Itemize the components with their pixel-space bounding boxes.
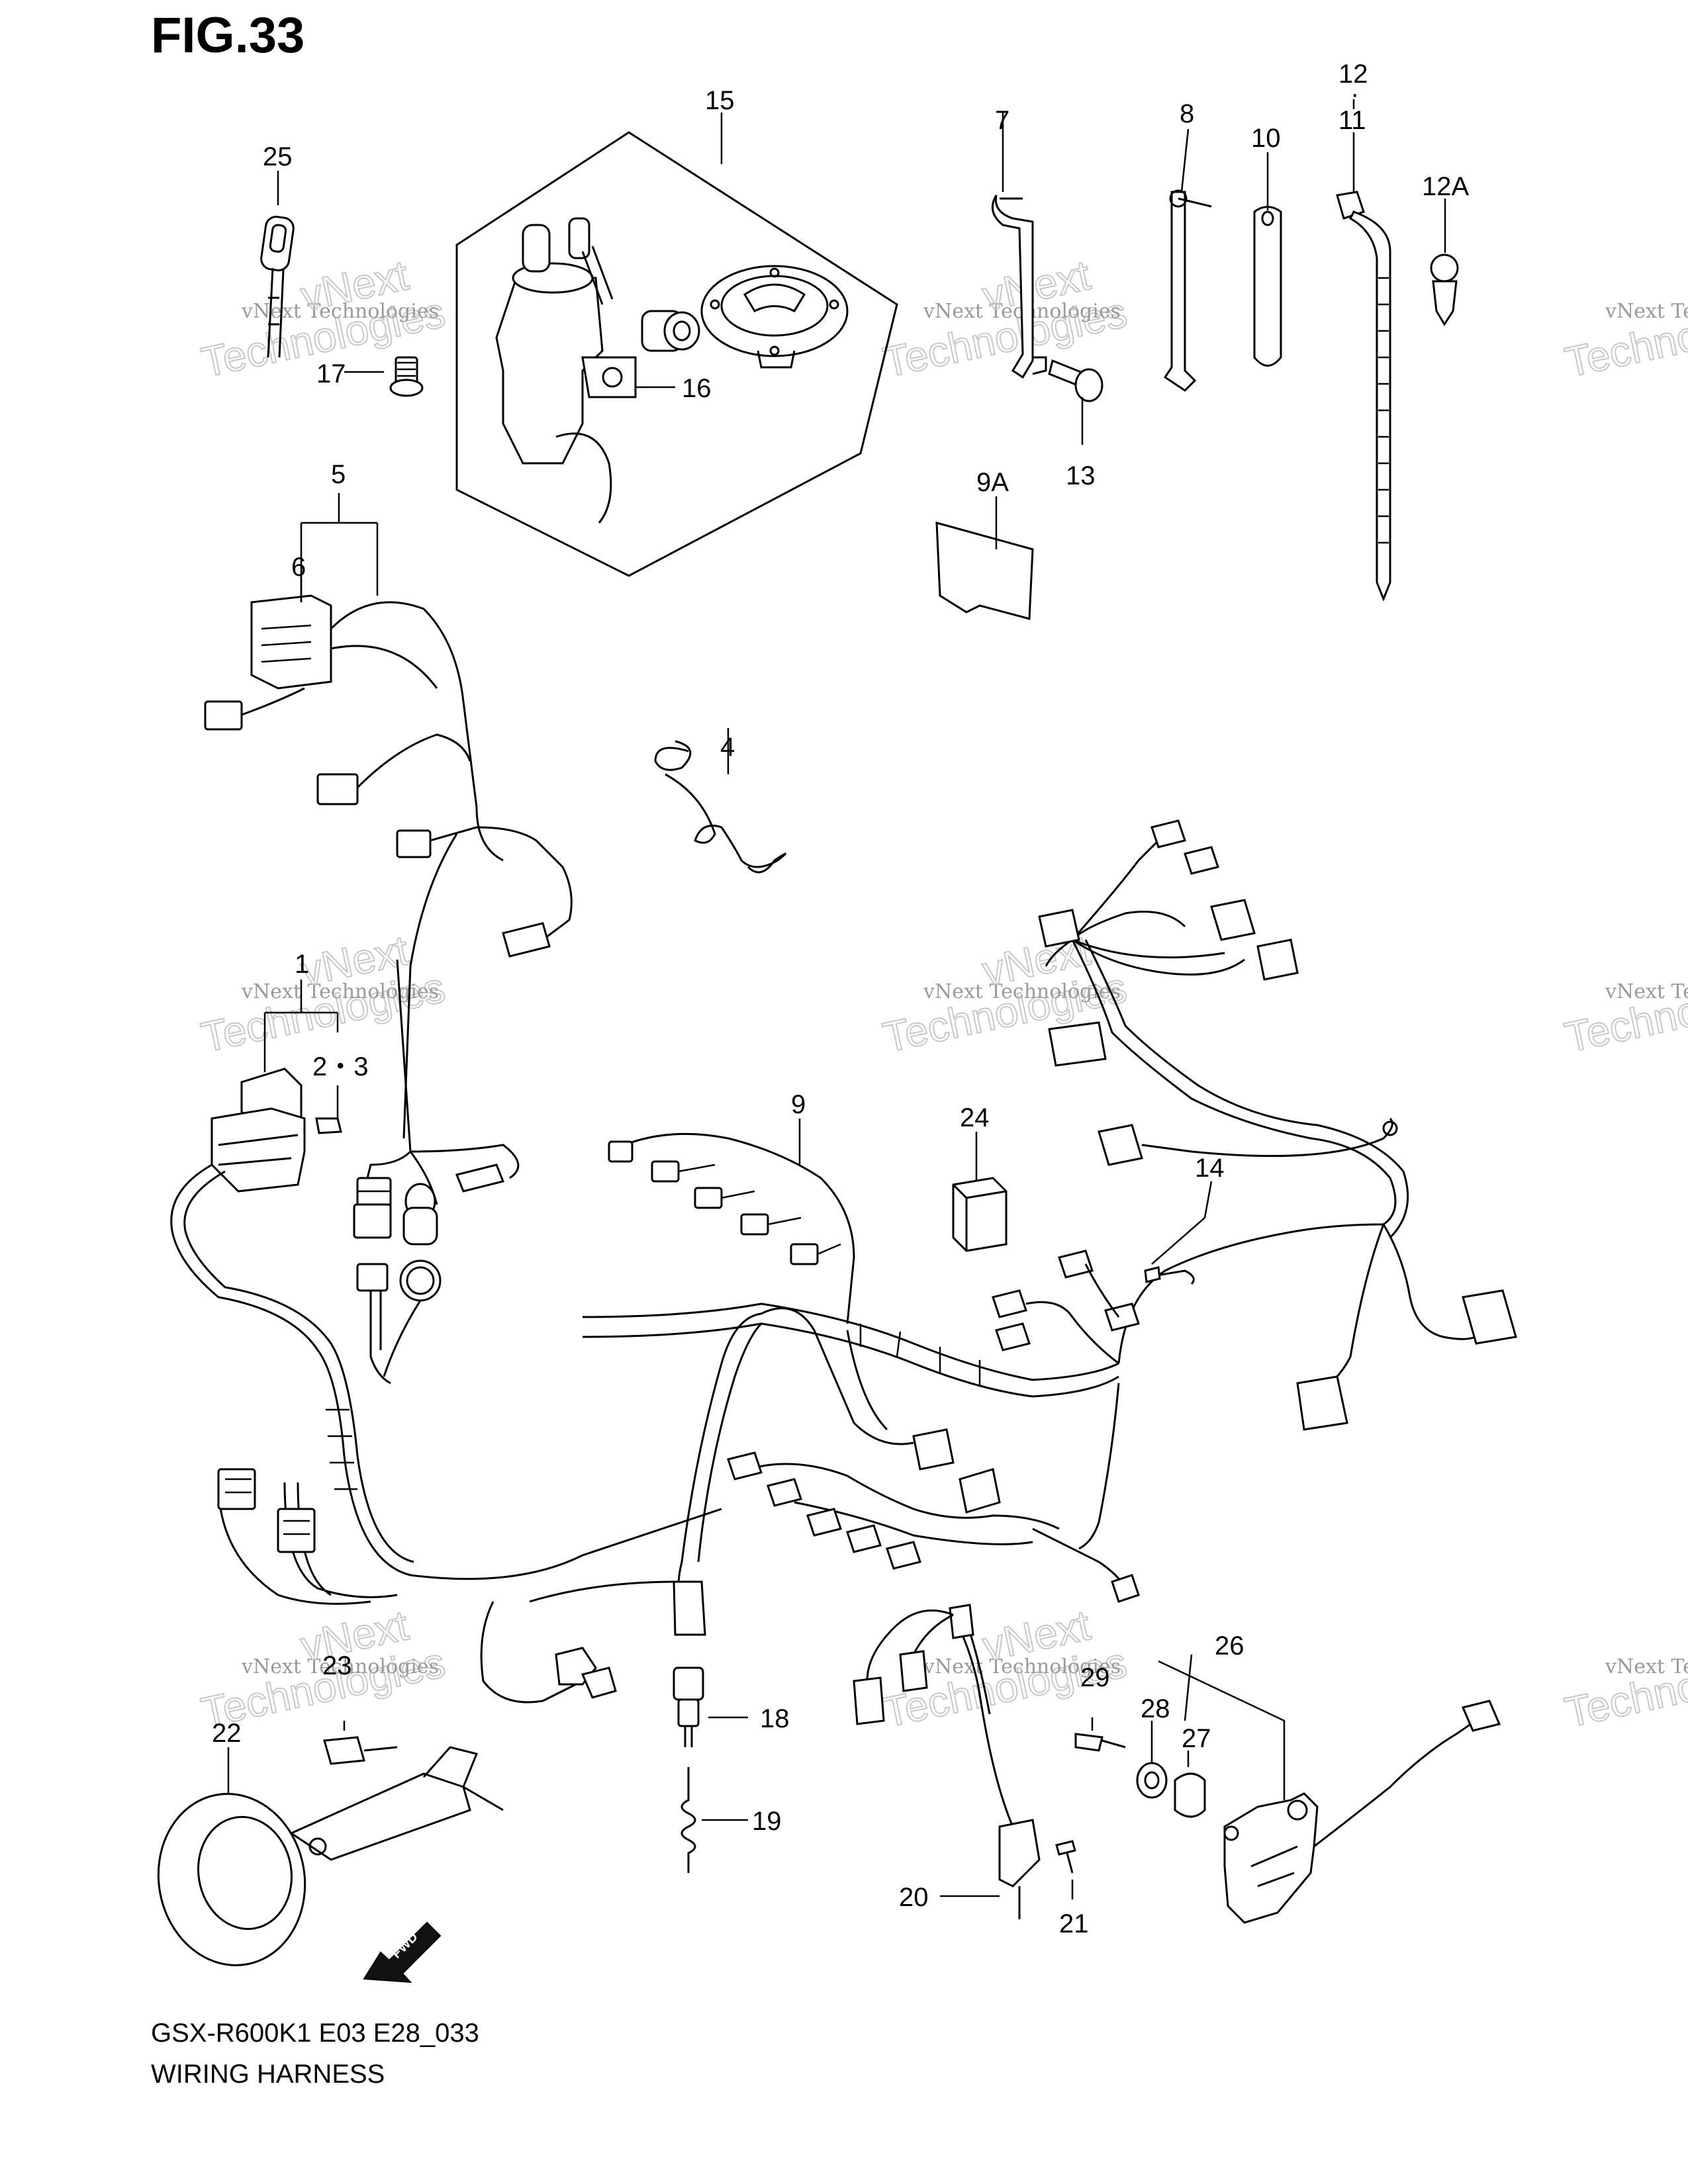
watermark-text: vNext Technologies bbox=[241, 980, 439, 1003]
part-label-19: 19 bbox=[752, 1807, 782, 1836]
part-label-28: 28 bbox=[1141, 1694, 1170, 1723]
diagram-name: WIRING HARNESS bbox=[151, 2060, 385, 2089]
part-label-16: 16 bbox=[682, 374, 712, 403]
part-label-25: 25 bbox=[263, 142, 293, 171]
part-label-27: 27 bbox=[1182, 1724, 1211, 1753]
part-label-12: 12 bbox=[1338, 60, 1368, 89]
injector-harness-9-part bbox=[608, 1132, 855, 1324]
cable-tie-11-part bbox=[1336, 191, 1391, 602]
harness-upper-left-part bbox=[204, 594, 573, 1139]
part-label-9a: 9A bbox=[976, 468, 1009, 497]
part-label-15: 15 bbox=[705, 86, 735, 115]
watermark-big: Technologies bbox=[1561, 964, 1688, 1062]
part-label-13: 13 bbox=[1066, 461, 1096, 490]
part-label-4: 4 bbox=[720, 733, 735, 762]
part-label-18: 18 bbox=[760, 1704, 790, 1733]
bolt-13-part bbox=[1048, 359, 1103, 402]
sensor-26-part bbox=[1074, 1700, 1501, 1924]
watermark-text: vNext Technologies bbox=[923, 980, 1121, 1003]
clamp-10-part bbox=[1253, 206, 1282, 367]
part-label-26: 26 bbox=[1215, 1631, 1244, 1661]
bracket-7-part bbox=[991, 195, 1047, 379]
watermark-big: Technologies bbox=[1561, 1639, 1688, 1737]
part-label-23: 23 bbox=[322, 1651, 352, 1680]
part-label-22: 22 bbox=[212, 1719, 242, 1748]
part-label-17: 17 bbox=[316, 359, 346, 388]
pad-9a-part bbox=[935, 522, 1034, 620]
model-code: GSX-R600K1 E03 E28_033 bbox=[151, 2019, 479, 2048]
part-label-8: 8 bbox=[1180, 99, 1194, 128]
watermark-mr: Technologies vNext Technologies bbox=[1560, 963, 1688, 1062]
part-label-1: 1 bbox=[295, 950, 309, 979]
part-label-20: 20 bbox=[899, 1883, 929, 1912]
watermark-text: vNext Technologies bbox=[923, 1655, 1121, 1678]
switch-20-part bbox=[853, 1604, 1076, 1919]
part-label-5: 5 bbox=[331, 460, 346, 489]
leader-lines bbox=[227, 99, 1446, 1899]
watermark-tr: Technologies vNext Technologies bbox=[1560, 288, 1688, 387]
part-label-11: 11 bbox=[1338, 106, 1366, 135]
part-label-6: 6 bbox=[291, 553, 306, 582]
key-part bbox=[260, 216, 295, 358]
harness-center-left-part bbox=[217, 959, 520, 1605]
screw-17-part bbox=[389, 356, 424, 397]
right-harness-14-part bbox=[992, 819, 1517, 1550]
watermark-text: vNext Technologies bbox=[1605, 980, 1688, 1003]
watermark-group: Technologies vNext Technologies vNext Te… bbox=[197, 250, 1688, 1737]
part-label-12-dot: · bbox=[1350, 79, 1359, 109]
sensor-18-part bbox=[673, 1666, 704, 1873]
watermark-text: vNext Technologies bbox=[1605, 1655, 1688, 1678]
spring-4-part bbox=[654, 740, 786, 874]
watermark-tm: Technologies vNext Technologies vNext bbox=[878, 250, 1131, 387]
part-label-29: 29 bbox=[1080, 1663, 1110, 1692]
part-label-21: 21 bbox=[1059, 1909, 1089, 1938]
part-label-24: 24 bbox=[960, 1103, 990, 1132]
part-label-14: 14 bbox=[1195, 1154, 1225, 1183]
part-label-7: 7 bbox=[995, 106, 1009, 135]
part-label-12a: 12A bbox=[1422, 172, 1469, 201]
clip-12a-part bbox=[1430, 253, 1459, 326]
part-label-10: 10 bbox=[1251, 124, 1281, 153]
figure-title: FIG.33 bbox=[151, 7, 305, 64]
part-label-9: 9 bbox=[791, 1090, 806, 1119]
watermark-text: vNext Technologies bbox=[241, 300, 439, 323]
watermark-ml: Technologies vNext Technologies vNext bbox=[197, 925, 449, 1062]
part-label-2-3: 2・3 bbox=[312, 1052, 369, 1081]
fwd-arrow-icon: FWD bbox=[363, 1921, 442, 1983]
lock-set-15-part bbox=[455, 131, 898, 577]
watermark-text: vNext Technologies bbox=[1605, 300, 1688, 323]
part-labels: 25 17 15 16 7 13 8 10 12 · 11 12A 9A 5 6… bbox=[212, 60, 1469, 1938]
fuse-box-part bbox=[170, 1068, 722, 1580]
watermark-br: Technologies vNext Technologies bbox=[1560, 1638, 1688, 1737]
lower-connectors-part bbox=[727, 1428, 1140, 1603]
relay-24-part bbox=[952, 1177, 1008, 1252]
main-harness-part bbox=[480, 1302, 1119, 1704]
horn-22-part bbox=[157, 1736, 504, 1966]
clamp-8-part bbox=[1163, 189, 1212, 392]
watermark-text: vNext Technologies bbox=[241, 1655, 439, 1678]
